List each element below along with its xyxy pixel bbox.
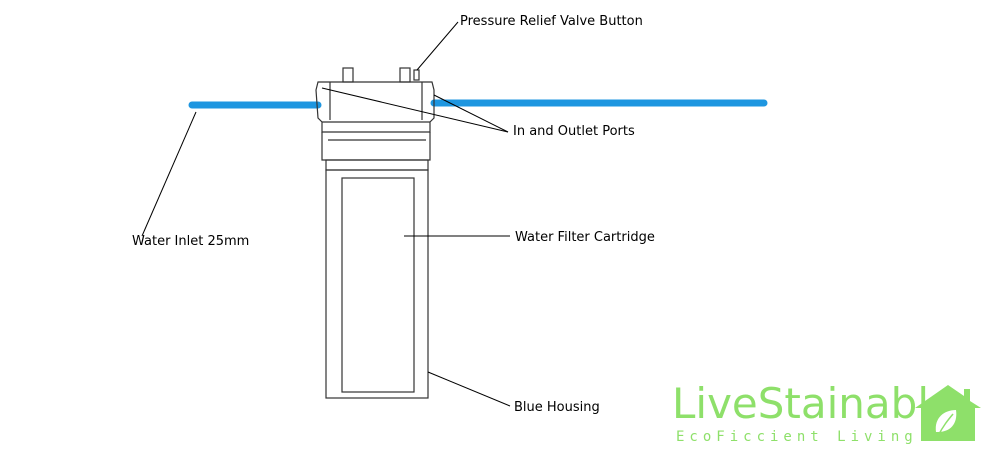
leader-port-right <box>433 94 509 133</box>
filter-housing <box>325 169 429 399</box>
filter-head <box>315 67 435 171</box>
house-leaf-icon <box>915 385 981 441</box>
logo-title: LiveStainable <box>672 379 955 428</box>
housing-label: Blue Housing <box>514 400 600 415</box>
pressure-relief-label: Pressure Relief Valve Button <box>460 14 643 29</box>
leader-pressure-relief <box>416 21 459 71</box>
brand-logo: LiveStainable EcoFiccient Living <box>672 379 981 445</box>
cartridge-label: Water Filter Cartridge <box>515 230 655 245</box>
ports-label: In and Outlet Ports <box>513 124 635 139</box>
leader-housing <box>427 371 511 407</box>
inlet-label: Water Inlet 25mm <box>132 234 249 249</box>
leader-port-left <box>321 87 509 133</box>
logo-tagline: EcoFiccient Living <box>676 429 918 445</box>
leader-inlet <box>141 111 197 237</box>
